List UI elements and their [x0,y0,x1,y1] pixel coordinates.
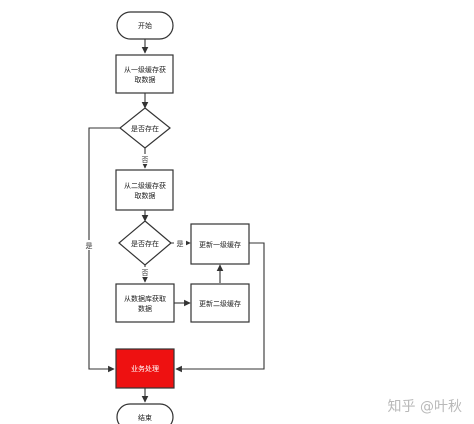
node-read-db-label-1: 从数据库获取 [124,294,166,303]
edge-label-no-1: 否 [142,156,149,164]
edge-update-l1-to-business [175,242,265,373]
node-read-l2: 从二级缓存获 取数据 [115,169,174,211]
node-read-l2-label-1: 从二级缓存获 [124,181,166,190]
node-update-l1-label: 更新一级缓存 [199,240,241,249]
edge-labels: 否 是 是 否 [83,154,186,277]
node-update-l2: 更新二级缓存 [190,283,250,323]
edge-label-yes-1: 是 [86,242,93,250]
node-read-db: 从数据库获取 数据 [115,283,175,323]
node-read-l1-label-1: 从一级缓存获 [124,65,166,74]
node-exists-1-label: 是否存在 [131,124,159,133]
node-business-label: 业务处理 [131,364,159,373]
node-read-db-label-2: 数据 [138,304,152,313]
node-update-l1: 更新一级缓存 [190,223,250,265]
node-exists-2: 是否存在 [118,220,172,266]
node-exists-1: 是否存在 [119,107,171,149]
node-read-l1-label-2: 取数据 [135,75,156,84]
node-end-label: 结束 [138,413,152,422]
node-read-l1: 从一级缓存获 取数据 [115,54,174,94]
node-exists-2-label: 是否存在 [131,239,159,248]
node-start-label: 开始 [138,21,152,30]
node-start: 开始 [116,11,174,40]
node-business: 业务处理 [115,348,175,389]
node-end: 结束 [116,403,174,424]
watermark: 知乎 @叶秋 [388,398,462,415]
edges [88,39,265,403]
edge-label-no-2: 否 [142,269,149,277]
edge-label-yes-2: 是 [177,240,184,248]
node-update-l2-label: 更新二级缓存 [199,299,241,308]
node-read-l2-label-2: 取数据 [135,191,156,200]
